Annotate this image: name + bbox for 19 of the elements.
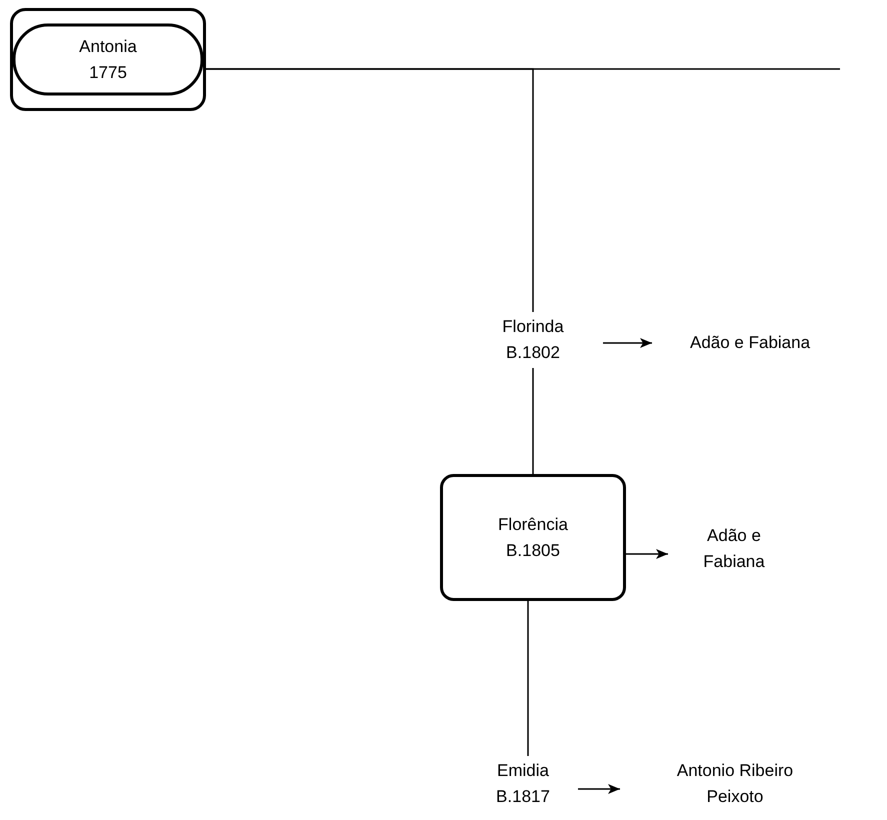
name-label: Adão e Fabiana [702, 525, 766, 573]
connector-line [206, 68, 534, 312]
person-box [440, 474, 626, 601]
connector-line [527, 601, 529, 756]
arrow [578, 784, 620, 794]
person-label: Antonia [79, 36, 137, 58]
name-label: Antonio Ribeiro Peixoto [676, 760, 794, 808]
person-label: Florência [498, 514, 568, 536]
name-label: Emidia [497, 760, 549, 782]
name-label: Florinda [502, 316, 564, 338]
person-box [10, 8, 206, 111]
name-label: B.1802 [506, 342, 560, 364]
person-label: 1775 [89, 62, 127, 84]
name-label: B.1817 [496, 786, 550, 808]
name-label: Adão e Fabiana [690, 332, 810, 354]
person-label: B.1805 [506, 540, 560, 562]
arrow [626, 549, 668, 559]
arrow [603, 338, 652, 348]
connector-line [532, 368, 534, 474]
